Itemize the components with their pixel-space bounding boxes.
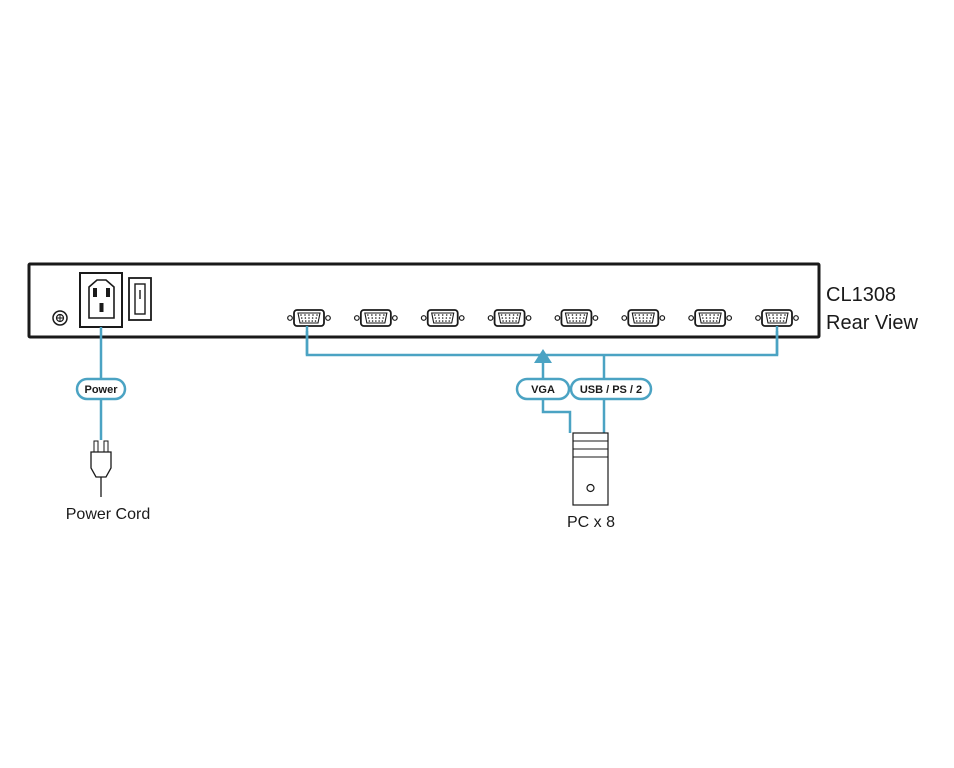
vga-cable-label: VGA <box>515 377 571 401</box>
power-label: Power <box>84 384 118 396</box>
vga-port-icon <box>621 309 666 327</box>
pc-label: PC x 8 <box>567 514 615 531</box>
vga-ports <box>287 309 799 327</box>
vga-port-icon <box>287 309 331 327</box>
power-switch-icon <box>128 277 152 321</box>
vga-label: VGA <box>531 384 555 396</box>
power-cable-label: Power <box>75 377 127 401</box>
view-label: Rear View <box>826 312 918 334</box>
arrow-up-icon <box>534 349 552 379</box>
power-plug-icon <box>90 440 112 497</box>
vga-port-icon <box>688 309 733 327</box>
power-cord-label: Power Cord <box>66 506 150 523</box>
vga-port-icon <box>554 309 599 327</box>
usb-ps2-label: USB / PS / 2 <box>580 384 642 396</box>
port-cable-drops <box>305 326 779 355</box>
ground-screw-icon <box>52 310 68 326</box>
vga-port-icon <box>755 309 799 327</box>
model-label: CL1308 <box>826 284 896 306</box>
vga-port-icon <box>353 309 398 327</box>
usb-ps2-cable-label: USB / PS / 2 <box>569 377 653 401</box>
pc-tower-icon <box>572 432 609 506</box>
vga-cable-to-pc <box>541 399 572 433</box>
vga-port-icon <box>420 309 465 327</box>
vga-port-icon <box>487 309 532 327</box>
power-socket-icon <box>79 272 123 328</box>
